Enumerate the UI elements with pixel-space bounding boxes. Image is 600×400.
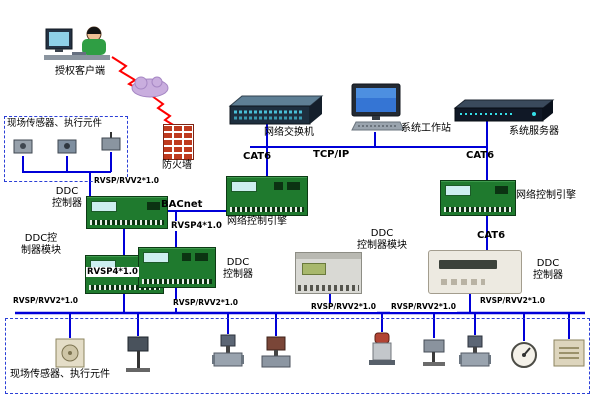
pcb-chip <box>195 253 208 261</box>
controller-display <box>439 260 497 269</box>
workstation-monitor-icon <box>351 83 405 131</box>
actuator-icon <box>368 332 396 374</box>
tcpip-label: TCP/IP <box>313 149 350 160</box>
pcb-chip <box>147 202 160 210</box>
pcb-chip <box>182 253 191 261</box>
thermostat-icon-1 <box>55 338 85 372</box>
ddc-module-mid-device <box>295 252 362 294</box>
rvsp4-label-1: RVSP4*1.0 <box>170 221 223 232</box>
server-label: 系统服务器 <box>509 126 559 137</box>
ddc-mid-label-line2: 控制器 <box>223 268 253 280</box>
gauge-icon <box>509 341 539 373</box>
network-switch-icon <box>228 95 324 125</box>
ddc-left-label: DDC 控制器 <box>46 186 88 210</box>
field-zone-bottom <box>5 318 590 394</box>
duct-sensor-icon <box>125 336 151 378</box>
rvsp4-label-2: RVSP4*1.0 <box>86 267 139 278</box>
workstation-device <box>350 82 406 138</box>
ddc-mid-label-line1: DDC <box>226 257 250 268</box>
pcb-chip <box>495 186 508 194</box>
pcb-screen <box>231 181 257 192</box>
field-zone-top <box>4 116 128 182</box>
plc-lcd <box>302 263 326 275</box>
ddc-controller-right-device <box>428 250 522 294</box>
engine-right-label: 网络控制引擎 <box>516 190 576 201</box>
firewall-icon <box>163 124 194 160</box>
plc-terminals <box>298 285 359 291</box>
network-switch-device <box>226 94 326 132</box>
client-terminal-illustration <box>42 24 118 70</box>
ddc-right-label-line2: 控制器 <box>533 269 563 281</box>
lightning-link-1 <box>111 56 142 91</box>
rvsp-rvv-label-3: RVSP/RVV2*1.0 <box>310 302 378 312</box>
field-zone-bottom-label: 现场传感器、执行元件 <box>10 369 110 380</box>
bacnet-label: BACnet <box>161 199 203 210</box>
engine-left-label: 网络控制引擎 <box>227 216 287 227</box>
field-sensor-icon-1 <box>12 138 34 162</box>
client-computer-icon <box>44 26 110 60</box>
ddc-module-mid-label-line2: 控制器模块 <box>357 239 407 251</box>
ddc-module-mid-label-line1: DDC <box>370 228 394 239</box>
internet-cloud-icon <box>131 76 169 98</box>
plc-top-strip <box>296 253 361 259</box>
ddc-module-left-label: DDC控 制器模块 <box>16 233 66 257</box>
firewall-label: 防火墙 <box>162 160 192 171</box>
ddc-module-left-label-line1: DDC控 <box>24 233 58 244</box>
pcb-chip <box>274 182 283 190</box>
wireless-sensor-icon <box>100 132 122 158</box>
cat6-label-2: CAT6 <box>466 150 495 161</box>
pcb-screen <box>445 185 471 196</box>
ddc-right-label: DDC 控制器 <box>524 258 572 282</box>
ddc-right-label-line1: DDC <box>536 258 560 269</box>
damper-actuator-icon <box>260 336 292 376</box>
rvsp-rvv-label-4: RVSP/RVV2*1.0 <box>390 302 458 312</box>
blue-network-wires <box>15 120 585 341</box>
cat6-label-1: CAT6 <box>243 151 272 162</box>
switch-label: 网络交换机 <box>264 127 314 138</box>
ddc-mid-label: DDC 控制器 <box>216 257 260 281</box>
cat6-label-3: CAT6 <box>477 230 506 241</box>
controller-buttons <box>441 279 485 285</box>
rvsp-rvv-label-2: RVSP/RVV2*1.0 <box>172 298 240 308</box>
ddc-module-left-label-line2: 制器模块 <box>21 244 61 256</box>
field-zone-top-label: 现场传感器、执行元件 <box>7 118 103 129</box>
pcb-terminals <box>90 220 164 225</box>
pcb-terminals <box>142 279 212 284</box>
ddc-controller-mid-device <box>138 247 216 288</box>
pipe-sensor-icon <box>421 338 447 372</box>
pcb-terminals <box>89 285 160 290</box>
pcb-screen <box>91 201 117 212</box>
thermostat-icon-2 <box>553 339 585 371</box>
pcb-terminals <box>444 207 512 212</box>
server-device <box>452 98 556 130</box>
pcb-chip <box>287 182 300 190</box>
rvsp-rvv-label-5: RVSP/RVV2*1.0 <box>479 296 547 306</box>
lightning-link-2 <box>151 95 176 127</box>
ddc-left-label-line2: 控制器 <box>52 197 82 209</box>
field-sensor-icon-2 <box>56 138 78 162</box>
network-control-engine-left-device <box>226 176 308 216</box>
pcb-screen <box>143 252 169 263</box>
client-label: 授权客户端 <box>55 66 105 77</box>
dialup-lightning-links <box>111 56 176 127</box>
rvsp-rvv-label-top: RVSP/RVV2*1.0 <box>93 176 161 186</box>
pcb-terminals <box>230 207 304 212</box>
ddc-left-label-line1: DDC <box>55 186 79 197</box>
ddc-module-mid-label: DDC 控制器模块 <box>350 228 414 252</box>
rvsp-rvv-label-1: RVSP/RVV2*1.0 <box>12 296 80 306</box>
network-control-engine-right-device <box>440 180 516 216</box>
workstation-label: 系统工作站 <box>401 123 451 134</box>
ddc-controller-left-device <box>86 196 168 229</box>
valve-actuator-icon-2 <box>458 335 492 376</box>
valve-actuator-icon-1 <box>212 334 244 376</box>
server-rack-icon <box>453 99 555 122</box>
